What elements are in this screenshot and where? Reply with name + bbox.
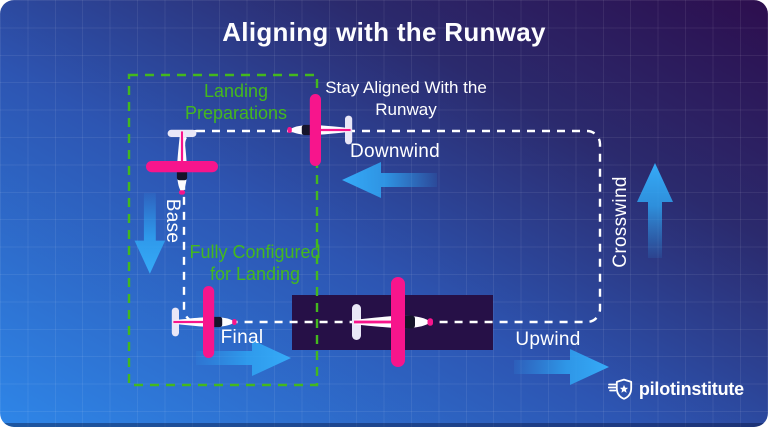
- landing-preparations-label: Landing Preparations: [184, 81, 288, 123]
- logo-text: pilotinstitute: [638, 378, 744, 399]
- downwind-label: Downwind: [349, 141, 441, 162]
- page-title: Aligning with the Runway: [222, 17, 546, 47]
- downwind-arrow: [342, 162, 437, 198]
- final-label: Final: [220, 327, 264, 348]
- crosswind-arrow: [637, 163, 673, 258]
- base-label: Base: [162, 198, 183, 244]
- upwind-label: Upwind: [515, 329, 581, 350]
- base-plane-icon: [146, 129, 218, 195]
- upwind-arrow: [514, 349, 609, 385]
- crosswind-label: Crosswind: [610, 176, 631, 268]
- winged-shield-star-icon: [607, 376, 634, 402]
- landing-preparations-box: [127, 73, 319, 387]
- brand-logo: pilotinstitute: [607, 376, 744, 402]
- fully-configured-label: Fully Configured for Landing: [189, 242, 321, 284]
- stay-aligned-annotation: Stay Aligned With the Runway: [325, 78, 487, 119]
- bottom-edge-strip: [0, 423, 768, 427]
- runway-plane-icon: [352, 277, 433, 367]
- traffic-pattern-path: [182, 129, 602, 324]
